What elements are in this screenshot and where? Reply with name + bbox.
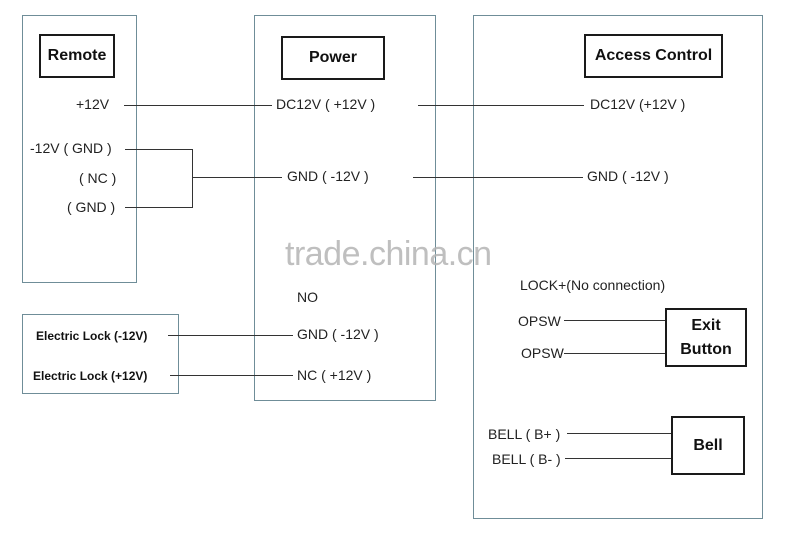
exit-button-label-line1: Exit xyxy=(691,316,721,334)
access-terminal-bell-plus: BELL ( B+ ) xyxy=(488,426,561,442)
wire-lock-plus-to-power xyxy=(170,375,293,377)
electric-lock-panel xyxy=(22,314,179,394)
power-terminal-no: NO xyxy=(297,289,318,305)
wire-opsw1-to-exit-button xyxy=(564,320,665,322)
power-terminal-nc: NC ( +12V ) xyxy=(297,367,372,383)
wire-lock-minus-to-power xyxy=(168,335,293,337)
wire-remote-gnd2-stub xyxy=(125,207,193,209)
access-terminal-opsw-2: OPSW xyxy=(521,345,564,361)
exit-button-box: Exit Button xyxy=(665,308,747,367)
wire-opsw2-to-exit-button xyxy=(564,353,665,355)
remote-terminal-gnd-2: ( GND ) xyxy=(67,199,116,215)
wire-remote-gnd-bracket xyxy=(192,149,194,208)
bell-box: Bell xyxy=(671,416,745,475)
exit-button-label-line2: Button xyxy=(680,340,732,358)
wire-remote-plus12v-to-power xyxy=(124,105,272,107)
electric-lock-terminal-minus: Electric Lock (-12V) xyxy=(36,329,148,343)
bell-label: Bell xyxy=(693,436,723,454)
watermark: trade.china.cn xyxy=(285,235,492,273)
wire-power-dc12v-to-access xyxy=(418,105,584,107)
power-terminal-dc12v: DC12V ( +12V ) xyxy=(276,96,376,112)
remote-terminal-nc: ( NC ) xyxy=(79,170,117,186)
wire-remote-gnd-stub xyxy=(125,149,193,151)
wire-bell-plus xyxy=(567,433,671,435)
power-panel xyxy=(254,15,436,401)
access-terminal-gnd: GND ( -12V ) xyxy=(587,168,669,184)
remote-title: Remote xyxy=(39,34,115,78)
wire-remote-gnd-to-power xyxy=(192,177,282,179)
power-terminal-gnd: GND ( -12V ) xyxy=(287,168,369,184)
electric-lock-terminal-plus: Electric Lock (+12V) xyxy=(33,369,148,383)
power-terminal-lock-gnd: GND ( -12V ) xyxy=(297,326,379,342)
access-terminal-bell-minus: BELL ( B- ) xyxy=(492,451,561,467)
wire-bell-minus xyxy=(565,458,671,460)
wire-power-gnd-to-access xyxy=(413,177,583,179)
remote-terminal-plus12v: +12V xyxy=(76,96,110,112)
access-terminal-dc12v: DC12V (+12V ) xyxy=(590,96,686,112)
access-control-title: Access Control xyxy=(584,34,723,78)
remote-terminal-gnd: -12V ( GND ) xyxy=(30,140,112,156)
access-terminal-lock: LOCK+(No connection) xyxy=(520,277,666,293)
access-control-panel xyxy=(473,15,763,519)
power-title: Power xyxy=(281,36,385,80)
access-terminal-opsw-1: OPSW xyxy=(518,313,561,329)
